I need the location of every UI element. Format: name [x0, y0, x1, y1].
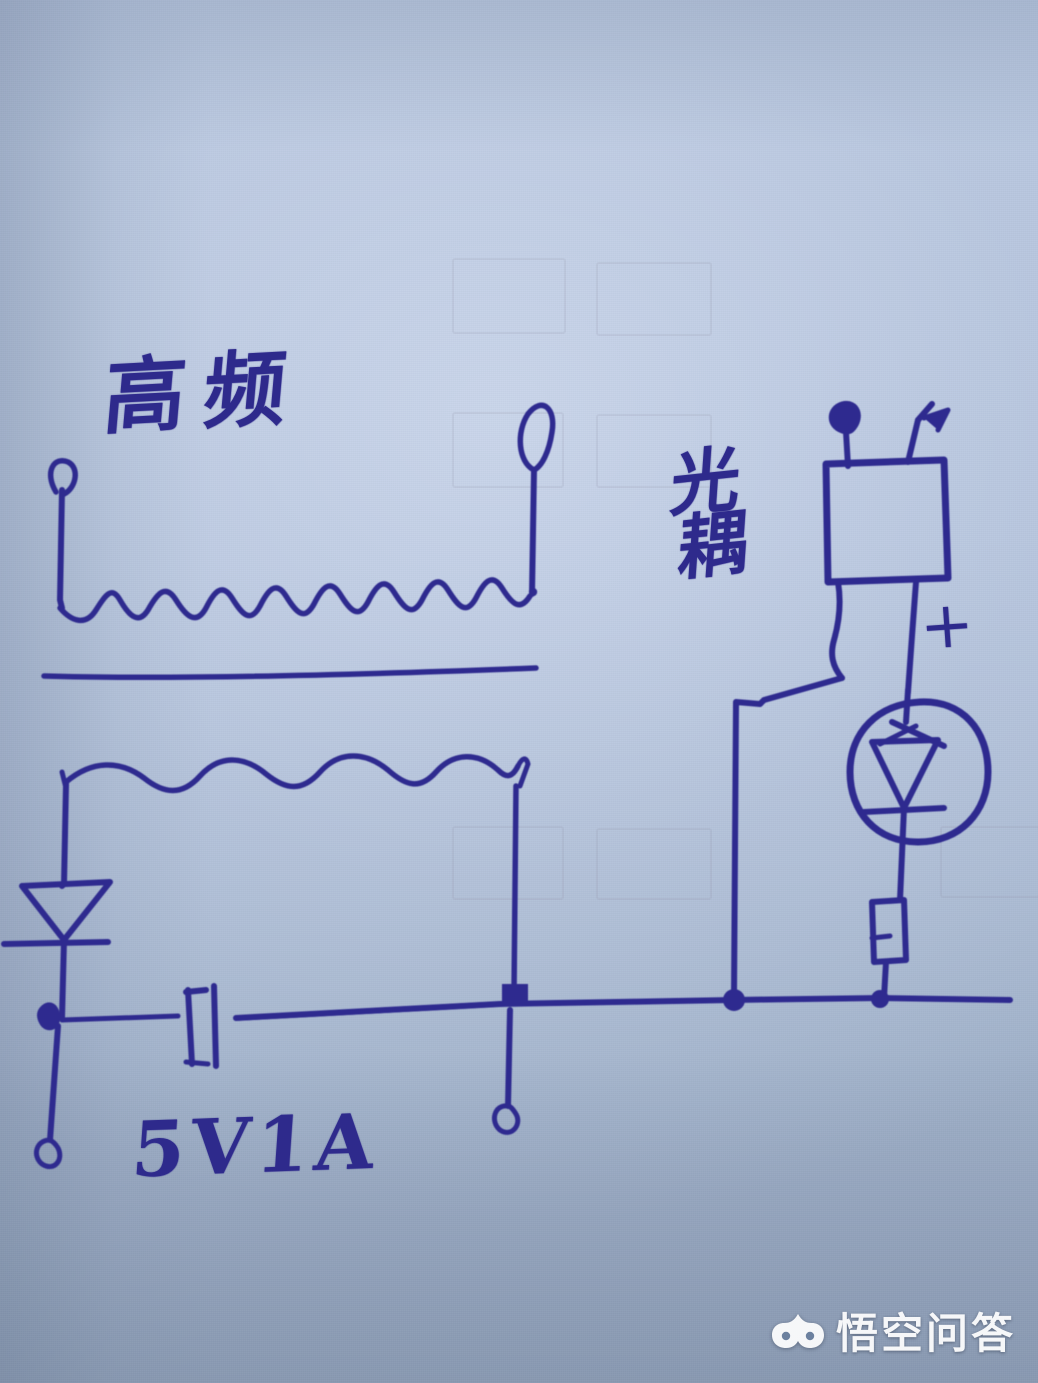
center-vertical-lead [511, 783, 519, 997]
output-neg-lead [47, 1023, 61, 1143]
ghost-box [940, 826, 1038, 898]
label-polarity-plus: + [917, 587, 977, 665]
feedback-led-group [846, 687, 992, 903]
ghost-box [596, 828, 712, 900]
resistor-bottom-lead [881, 959, 889, 1001]
optocoupler-body [822, 456, 952, 586]
secondary-winding-group [59, 753, 531, 887]
secondary-right-tip [515, 756, 531, 789]
output-pos-lead [505, 1007, 513, 1109]
diode-down-lead [59, 937, 67, 1021]
secondary-left-lead [61, 781, 69, 887]
center-rail-junction [502, 984, 528, 1006]
diode-rail-junction [37, 1002, 60, 1031]
ghost-box [596, 262, 712, 336]
cap-plate-left-top-tick [183, 987, 209, 995]
optocoupler-group [731, 400, 952, 999]
led-slash-2 [877, 723, 919, 747]
opto-pin2-arrow-head [921, 407, 951, 433]
led-circle [846, 698, 992, 846]
paper-bottom-shading [0, 1053, 1038, 1383]
ghost-box [452, 258, 566, 334]
output-pos-terminal [491, 1103, 521, 1135]
rail-junction-opto [723, 989, 745, 1011]
filter-capacitor-group [59, 983, 503, 1069]
led-slash-1 [889, 719, 947, 749]
opto-right-lead [905, 579, 919, 695]
diode-cathode-bar [1, 939, 111, 947]
primary-coil [57, 577, 533, 623]
watermark: 悟空问答 [771, 1300, 1016, 1361]
led-triangle [869, 737, 941, 811]
cap-plate-right [211, 983, 219, 1069]
center-output-branch [491, 783, 528, 1135]
rectifier-diode-group [1, 879, 113, 1170]
opto-pin2-arrow-stem [915, 401, 935, 423]
ghost-box [452, 412, 564, 488]
output-neg-terminal [33, 1137, 63, 1170]
primary-right-lead [529, 467, 537, 597]
led-bottom-lead [897, 805, 907, 903]
opto-pin2-lead [905, 417, 921, 465]
paper-top-shading [0, 0, 1038, 150]
ghost-box [452, 826, 564, 900]
cap-plate-left-bot-tick [183, 1059, 211, 1067]
ghost-box [596, 414, 712, 488]
diode-triangle [19, 879, 113, 943]
primary-left-lead [57, 487, 65, 611]
resistor-body [869, 897, 909, 965]
secondary-left-tick [59, 769, 69, 791]
opto-out-lead-a [829, 579, 845, 681]
cap-left-wire [59, 1013, 181, 1023]
primary-winding-group [48, 402, 556, 623]
opto-out-lead-c [731, 699, 763, 999]
primary-right-dot [528, 587, 538, 597]
label-supply-rating: 5V1A [128, 1096, 383, 1195]
resistor-tick [869, 933, 893, 941]
label-high-frequency: 高频 [99, 339, 309, 447]
cap-plate-left [185, 987, 195, 1067]
secondary-coil [63, 753, 521, 794]
cloud-mascot-icon [771, 1313, 824, 1348]
primary-left-terminal-loop [48, 458, 78, 497]
series-resistor-group [869, 897, 909, 1001]
transformer-core-line [41, 665, 539, 681]
opto-pin1-lead [843, 429, 851, 469]
opto-pin1-terminal [828, 400, 861, 435]
primary-right-terminal-loop [517, 402, 556, 473]
led-top-lead [903, 687, 911, 725]
ground-rail [233, 995, 1013, 1021]
label-optocoupler-char-2: 耦 [674, 499, 751, 592]
label-optocoupler: 光耦 [664, 436, 755, 592]
opto-out-lead-b [757, 675, 845, 707]
watermark-text: 悟空问答 [835, 1309, 1016, 1358]
